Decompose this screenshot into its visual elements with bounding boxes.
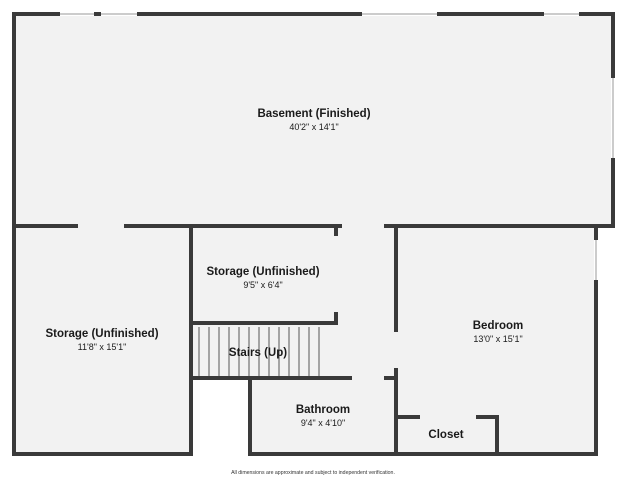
wall-outer-top (12, 12, 615, 16)
wall-storage-upper-bottom (191, 321, 338, 325)
storage-upper-label: Storage (Unfinished) (206, 266, 319, 278)
basement-label: Basement (Finished) (257, 108, 370, 120)
storage-left-dimensions: 11'8" x 15'1" (78, 342, 127, 352)
door-storage-left (78, 224, 124, 228)
disclaimer-text: All dimensions are approximate and subje… (231, 470, 395, 476)
windows (60, 12, 615, 280)
storage-left-label: Storage (Unfinished) (45, 328, 158, 340)
stair-treads (198, 327, 320, 376)
door-storage-upper (334, 236, 338, 312)
wall-bedroom-bottom (394, 452, 598, 456)
wall-closet-right (495, 415, 499, 456)
door-bedroom (394, 332, 398, 368)
wall-basement-bottom (12, 224, 615, 228)
storage-upper-floor (191, 226, 336, 323)
bathroom-floor (250, 378, 396, 454)
basement-dimensions: 40'2" x 14'1" (289, 122, 338, 132)
bathroom-dimensions: 9'4" x 4'10" (301, 418, 345, 428)
door-closet (420, 415, 476, 419)
room-floors (14, 15, 612, 454)
stairs-floor (191, 323, 336, 378)
storage-left-floor (14, 226, 191, 454)
door-openings (78, 224, 476, 419)
closet-label: Closet (428, 429, 463, 441)
wall-bathroom-bottom (248, 452, 398, 456)
wall-bedroom-right (594, 226, 598, 456)
wall-storage-left-bottom (12, 452, 193, 456)
wall-bathroom-left (248, 376, 252, 456)
bedroom-label: Bedroom (473, 320, 523, 332)
door-bathroom (352, 376, 384, 380)
door-hallway (342, 224, 384, 228)
storage-upper-dimensions: 9'5" x 6'4" (243, 280, 282, 290)
room-labels: Basement (Finished) 40'2" x 14'1" Storag… (45, 108, 523, 441)
wall-stairs-bottom (191, 376, 398, 380)
wall-storage-left-right (189, 226, 193, 456)
wall-outer-left (12, 12, 16, 456)
hallway-floor (336, 226, 396, 378)
bathroom-label: Bathroom (296, 404, 350, 416)
stairs-label: Stairs (Up) (229, 347, 287, 359)
bedroom-dimensions: 13'0" x 15'1" (473, 334, 522, 344)
basement-floor (14, 15, 612, 226)
